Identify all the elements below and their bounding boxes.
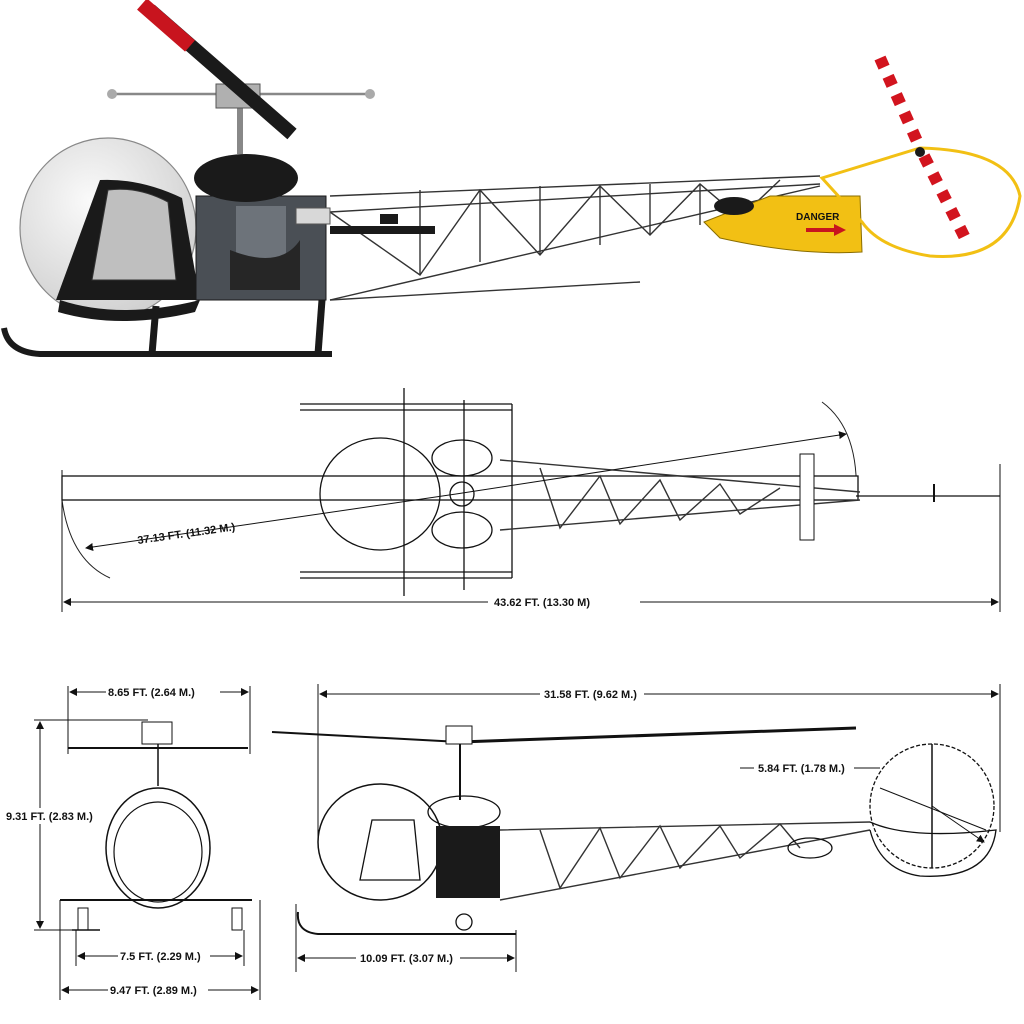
landing-skid <box>1 327 332 357</box>
dim-skid-track: 7.5 FT. (2.29 M.) <box>120 951 201 963</box>
side-line-view: 31.58 FT. (9.62 M.) 5.84 FT. (1.78 M.) 1… <box>271 684 1001 972</box>
dim-fuselage-length: 31.58 FT. (9.62 M.) <box>544 689 637 701</box>
color-side-profile: DANGER <box>1 0 1022 357</box>
tail-boom-truss <box>329 175 821 301</box>
top-view: 37.13 FT. (11.32 M.) 43.62 FT. (13.30 M) <box>61 388 1001 612</box>
danger-label: DANGER <box>796 212 840 223</box>
dim-skid-length: 10.09 FT. (3.07 M.) <box>360 953 453 965</box>
dim-rotor-radius: 37.13 FT. (11.32 M.) <box>137 521 236 547</box>
dim-tail-rotor-diameter: 5.84 FT. (1.78 M.) <box>758 763 845 775</box>
dim-stabilizer-span: 8.65 FT. (2.64 M.) <box>108 687 195 699</box>
fuel-tank <box>194 154 298 202</box>
tail-rotor <box>874 55 972 243</box>
top-rotor-blade <box>61 475 859 501</box>
dim-skid-width: 9.47 FT. (2.89 M.) <box>110 985 197 997</box>
tail-rotor-guard <box>819 146 1022 258</box>
main-rotor-blade <box>137 0 297 140</box>
dim-overall-length: 43.62 FT. (13.30 M) <box>494 597 590 609</box>
side-engine <box>436 826 500 898</box>
front-view: 8.65 FT. (2.64 M.) 9.31 FT. (2.83 M.) 7.… <box>4 684 261 1000</box>
dim-overall-height: 9.31 FT. (2.83 M.) <box>6 811 93 823</box>
